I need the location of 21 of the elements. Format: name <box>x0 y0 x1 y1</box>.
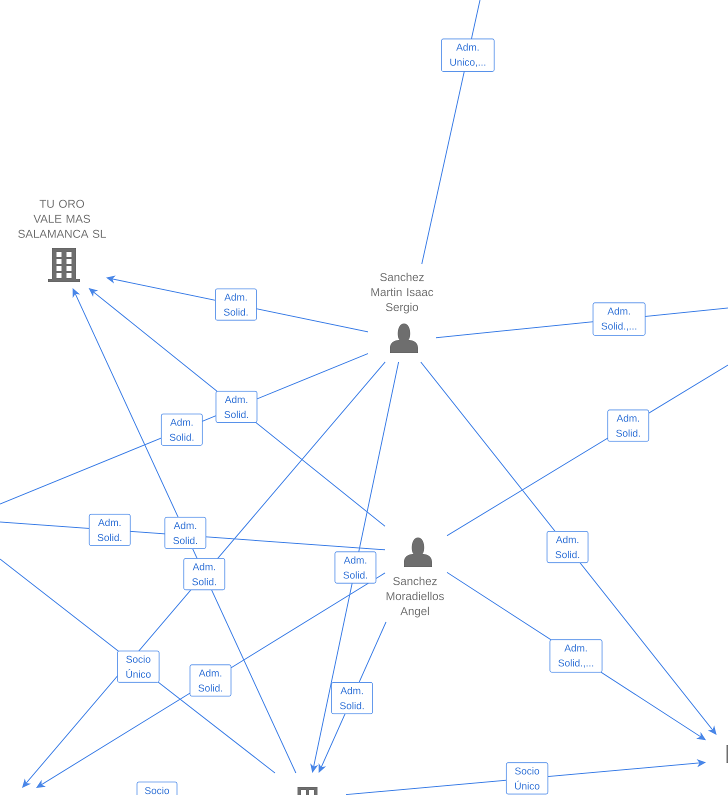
edge-label: Adm. Solid. <box>88 514 131 546</box>
edge-label: Adm. Solid. <box>334 551 376 584</box>
person-name: Sanchez Martin Isaac Sergio <box>371 272 434 314</box>
edge-label: Adm. Solid. <box>160 414 203 446</box>
edge-label: Adm. Solid.,... <box>550 639 602 673</box>
edge-label: Adm. Solid.,... <box>592 302 646 336</box>
edge-label: Adm. Solid. <box>216 390 258 423</box>
company-name: TU ORO VALE MAS SALAMANCA SL <box>18 200 106 238</box>
edge-label: Adm. Solid. <box>190 664 232 697</box>
edge-label: Adm. Solid. <box>164 516 206 549</box>
tag: Socio <box>136 782 178 795</box>
edge-label: Adm. Solid. <box>215 288 257 321</box>
building-icon <box>298 787 318 795</box>
edge-label: Adm. Solid. <box>183 558 226 590</box>
edge-label: Adm. Unico,... <box>441 38 495 72</box>
edge-label: Socio Único <box>506 762 548 794</box>
edge-label: Adm. Solid. <box>546 530 588 564</box>
edge-label: Socio Único <box>117 650 160 683</box>
edge-label: Adm. Solid. <box>607 410 650 442</box>
edge-label: Adm. Solid. <box>331 682 373 714</box>
person-name: Sanchez Moradiellos Angel <box>386 576 444 618</box>
